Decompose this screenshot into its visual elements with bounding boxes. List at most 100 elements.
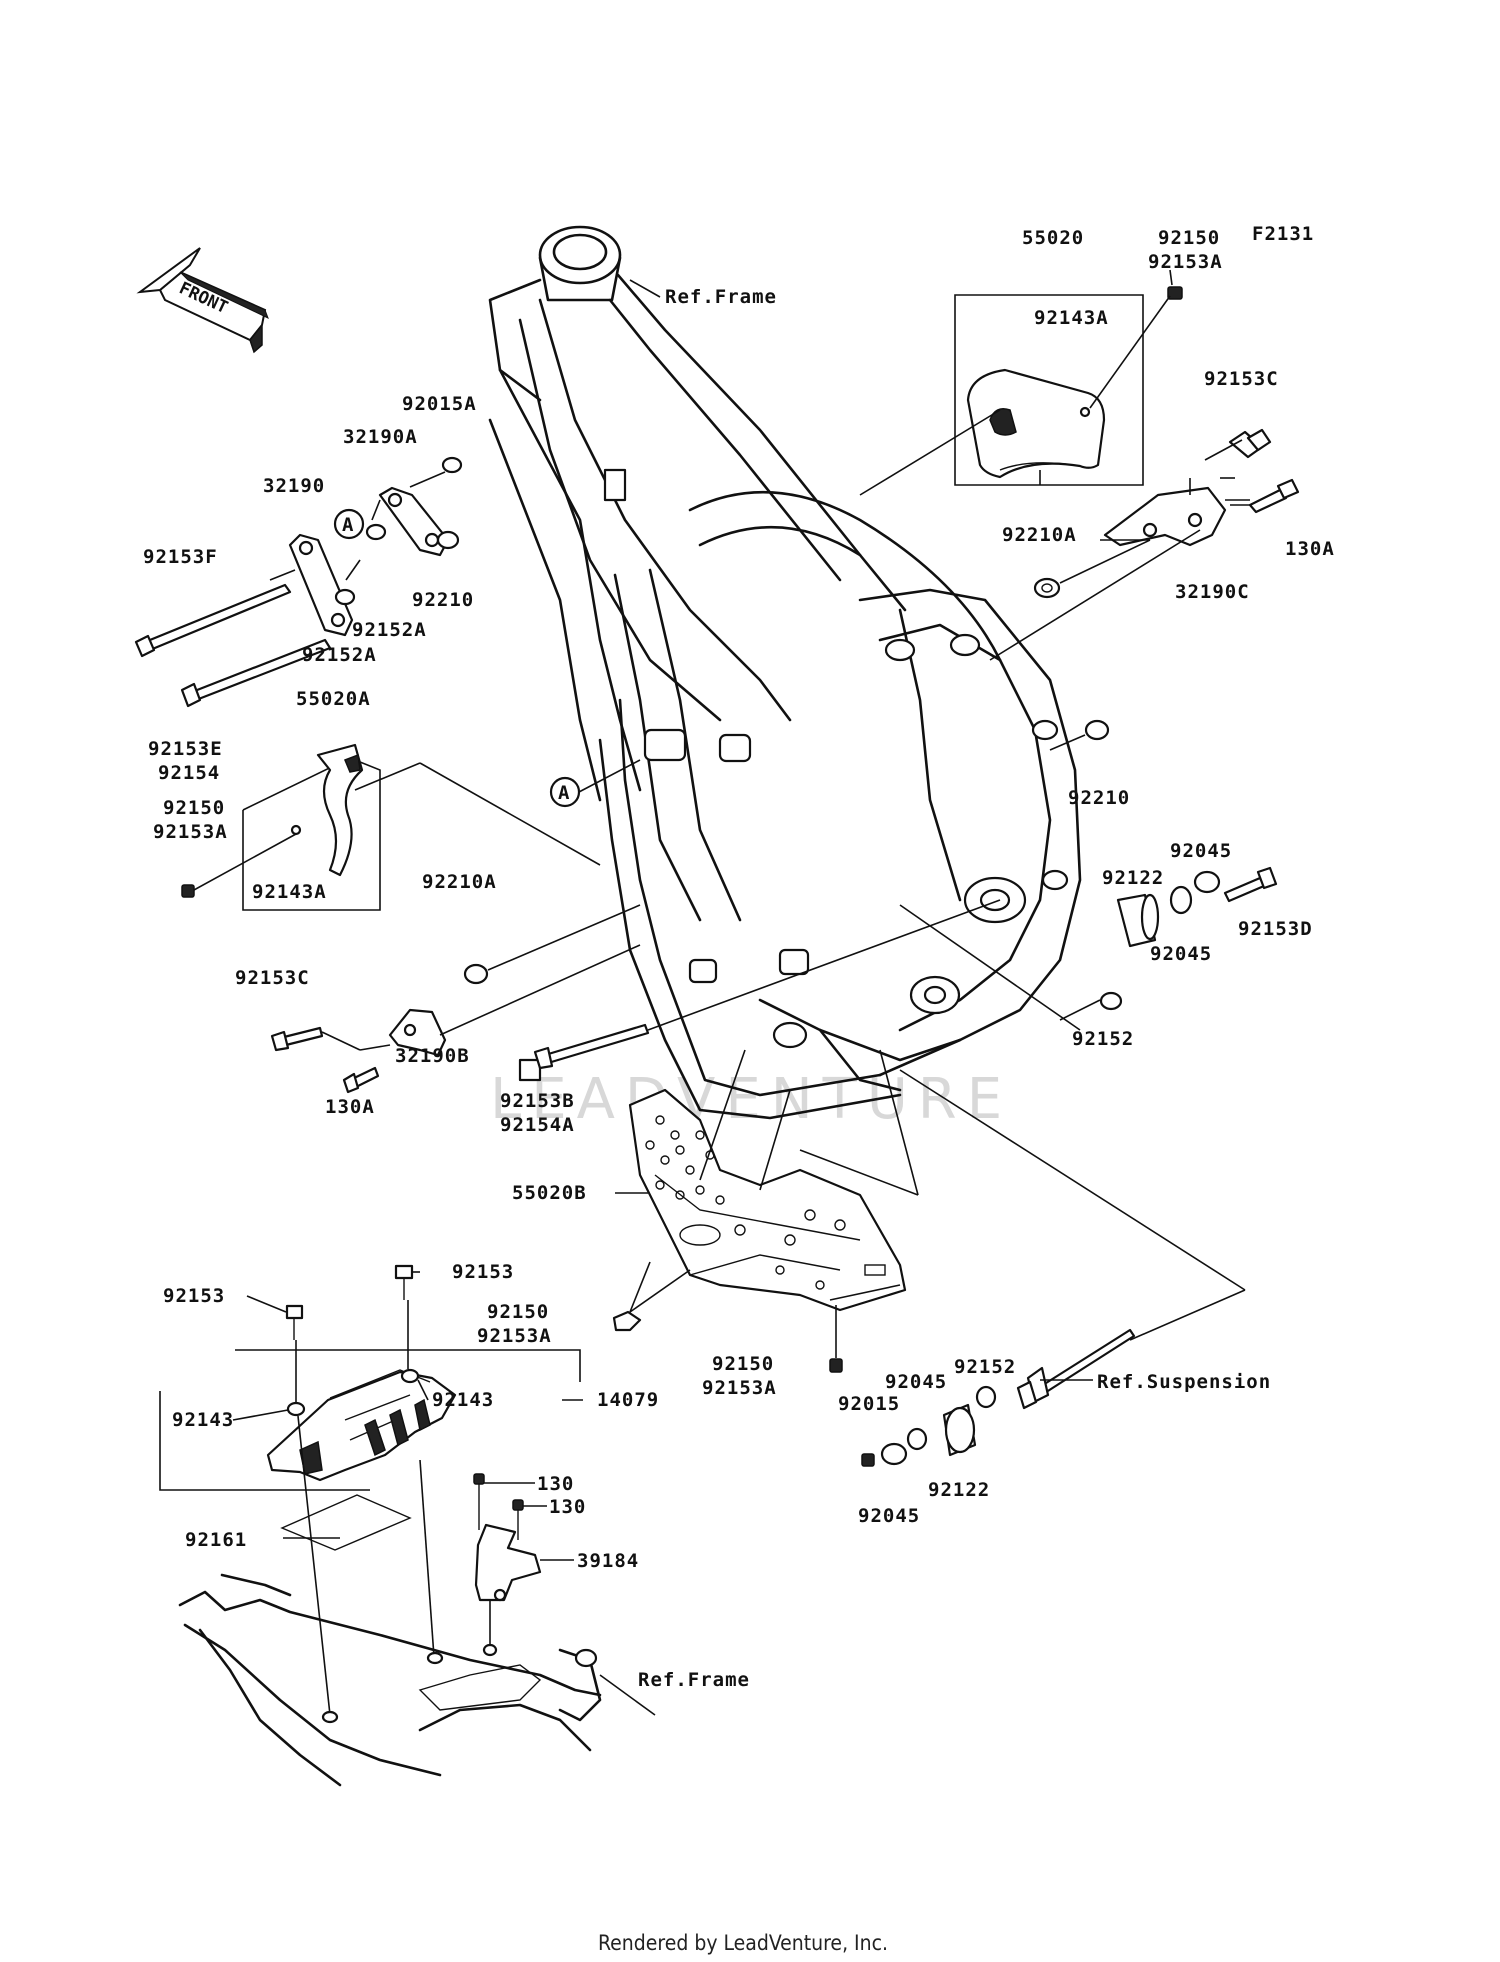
label-92143A-top-right: 92143A (1034, 307, 1109, 329)
label-32190A: 32190A (343, 426, 418, 448)
washer-92143-right (400, 1368, 420, 1384)
lower-frame (178, 1573, 602, 1787)
bolt-92153C-left (270, 1026, 324, 1052)
bracket-32190B (388, 1008, 447, 1057)
label-92153-left: 92153 (163, 1285, 225, 1307)
nut-92153A-bottom (829, 1358, 843, 1373)
bearing-92045-lower-b (880, 1442, 908, 1466)
bearing-92045-upper-a (1169, 885, 1193, 915)
nut-92210-left (436, 530, 460, 550)
label-92153C-right: 92153C (1204, 368, 1279, 390)
bolt-92153F (134, 583, 292, 658)
label-92153C-left: 92153C (235, 967, 310, 989)
label-130-lower: 130 (549, 1496, 586, 1518)
label-14079: 14079 (597, 1389, 659, 1411)
label-130-upper: 130 (537, 1473, 574, 1495)
skid-plate-55020B (628, 1088, 907, 1312)
label-92210A-left: 92210A (422, 871, 497, 893)
sheet-92161 (280, 1494, 412, 1551)
label-92153B: 92153B (500, 1090, 575, 1112)
bearing-92045-lower-a (906, 1427, 928, 1451)
label-92150-mid: 92150 (487, 1301, 549, 1323)
label-92161: 92161 (185, 1529, 247, 1551)
bracket-39184 (474, 1523, 542, 1602)
bolt-130A-left (342, 1066, 380, 1094)
watermark: LEADVENTURE (490, 1067, 1012, 1132)
label-92210-right: 92210 (1068, 787, 1130, 809)
callout-a-text-top: A (342, 514, 354, 536)
label-92143-left: 92143 (172, 1409, 234, 1431)
nut-92015A (441, 456, 463, 474)
nut-92153A-mid (612, 1310, 642, 1332)
label-92210-left: 92210 (412, 589, 474, 611)
bolt-92153C-right (1228, 428, 1272, 459)
label-32190B: 32190B (395, 1045, 470, 1067)
label-92153A-mid: 92153A (477, 1325, 552, 1347)
bracket-32190C (1103, 486, 1227, 547)
shaft-ref-suspension (1016, 1328, 1136, 1410)
bolt-92153-left (285, 1304, 304, 1340)
collar-92122-lower (942, 1403, 977, 1457)
label-92045-lower-1: 92045 (885, 1371, 947, 1393)
bolt-130-upper (473, 1473, 485, 1530)
label-55020B: 55020B (512, 1182, 587, 1204)
nut-92210A-left (463, 963, 489, 985)
label-32190: 32190 (263, 475, 325, 497)
label-92152A-2: 92152A (302, 644, 377, 666)
main-frame (488, 225, 1082, 1120)
label-92154: 92154 (158, 762, 220, 784)
callout-a-text-mid: A (558, 782, 570, 804)
washer-92143-left (286, 1401, 306, 1417)
front-arrow-icon: FRONT (136, 247, 269, 354)
nut-92210-right (1084, 719, 1110, 741)
label-92154A: 92154A (500, 1114, 575, 1136)
label-92122-upper: 92122 (1102, 867, 1164, 889)
spacer-92152A-lower (334, 588, 356, 606)
guard-55020A (181, 743, 381, 911)
nut-92210A-right (1033, 577, 1061, 599)
ref-frame-bottom: Ref.Frame (638, 1669, 750, 1691)
bracket-32190A (378, 486, 450, 557)
label-92143A-left: 92143A (252, 881, 327, 903)
bracket-32190 (288, 533, 354, 637)
label-55020A: 55020A (296, 688, 371, 710)
bolt-92153-right (394, 1264, 414, 1300)
label-92153E: 92153E (148, 738, 223, 760)
label-92150-bottom: 92150 (712, 1353, 774, 1375)
callout-a-marker-top (333, 508, 365, 540)
label-92045-upper-2: 92045 (1150, 943, 1212, 965)
label-92152A-1: 92152A (352, 619, 427, 641)
bolt-92153B (533, 1023, 650, 1070)
nut-92015 (861, 1453, 875, 1467)
label-55020: 55020 (1022, 227, 1084, 249)
label-92153D: 92153D (1238, 918, 1313, 940)
bolt-130-lower (512, 1499, 524, 1540)
label-92150-top-right: 92150 (1158, 227, 1220, 249)
spacer-92152A-upper (365, 523, 387, 541)
label-92153A-top-right: 92153A (1148, 251, 1223, 273)
label-92143-right: 92143 (432, 1389, 494, 1411)
label-92152-upper: 92152 (1072, 1028, 1134, 1050)
label-92153A-bottom: 92153A (702, 1377, 777, 1399)
label-130A-right: 130A (1285, 538, 1335, 560)
guard-55020 (954, 286, 1183, 486)
bearing-92045-upper-b (1193, 870, 1221, 894)
label-92150-left: 92150 (163, 797, 225, 819)
spacer-92152-upper (1099, 991, 1123, 1011)
footer-credit: Rendered by LeadVenture, Inc. (598, 1931, 888, 1955)
label-39184: 39184 (577, 1550, 639, 1572)
spacer-92152-lower (975, 1385, 997, 1409)
label-130A-left: 130A (325, 1096, 375, 1118)
label-92152-lower: 92152 (954, 1356, 1016, 1378)
bolt-92153D (1223, 866, 1278, 903)
ref-suspension: Ref.Suspension (1097, 1371, 1271, 1393)
label-92122-lower: 92122 (928, 1479, 990, 1501)
label-92045-upper-1: 92045 (1170, 840, 1232, 862)
label-92015A: 92015A (402, 393, 477, 415)
diagram-code: F2131 (1252, 223, 1314, 245)
label-92153A-left: 92153A (153, 821, 228, 843)
collar-92122-upper (1116, 893, 1160, 948)
label-92045-lower-2: 92045 (858, 1505, 920, 1527)
ref-frame-top: Ref.Frame (665, 286, 777, 308)
